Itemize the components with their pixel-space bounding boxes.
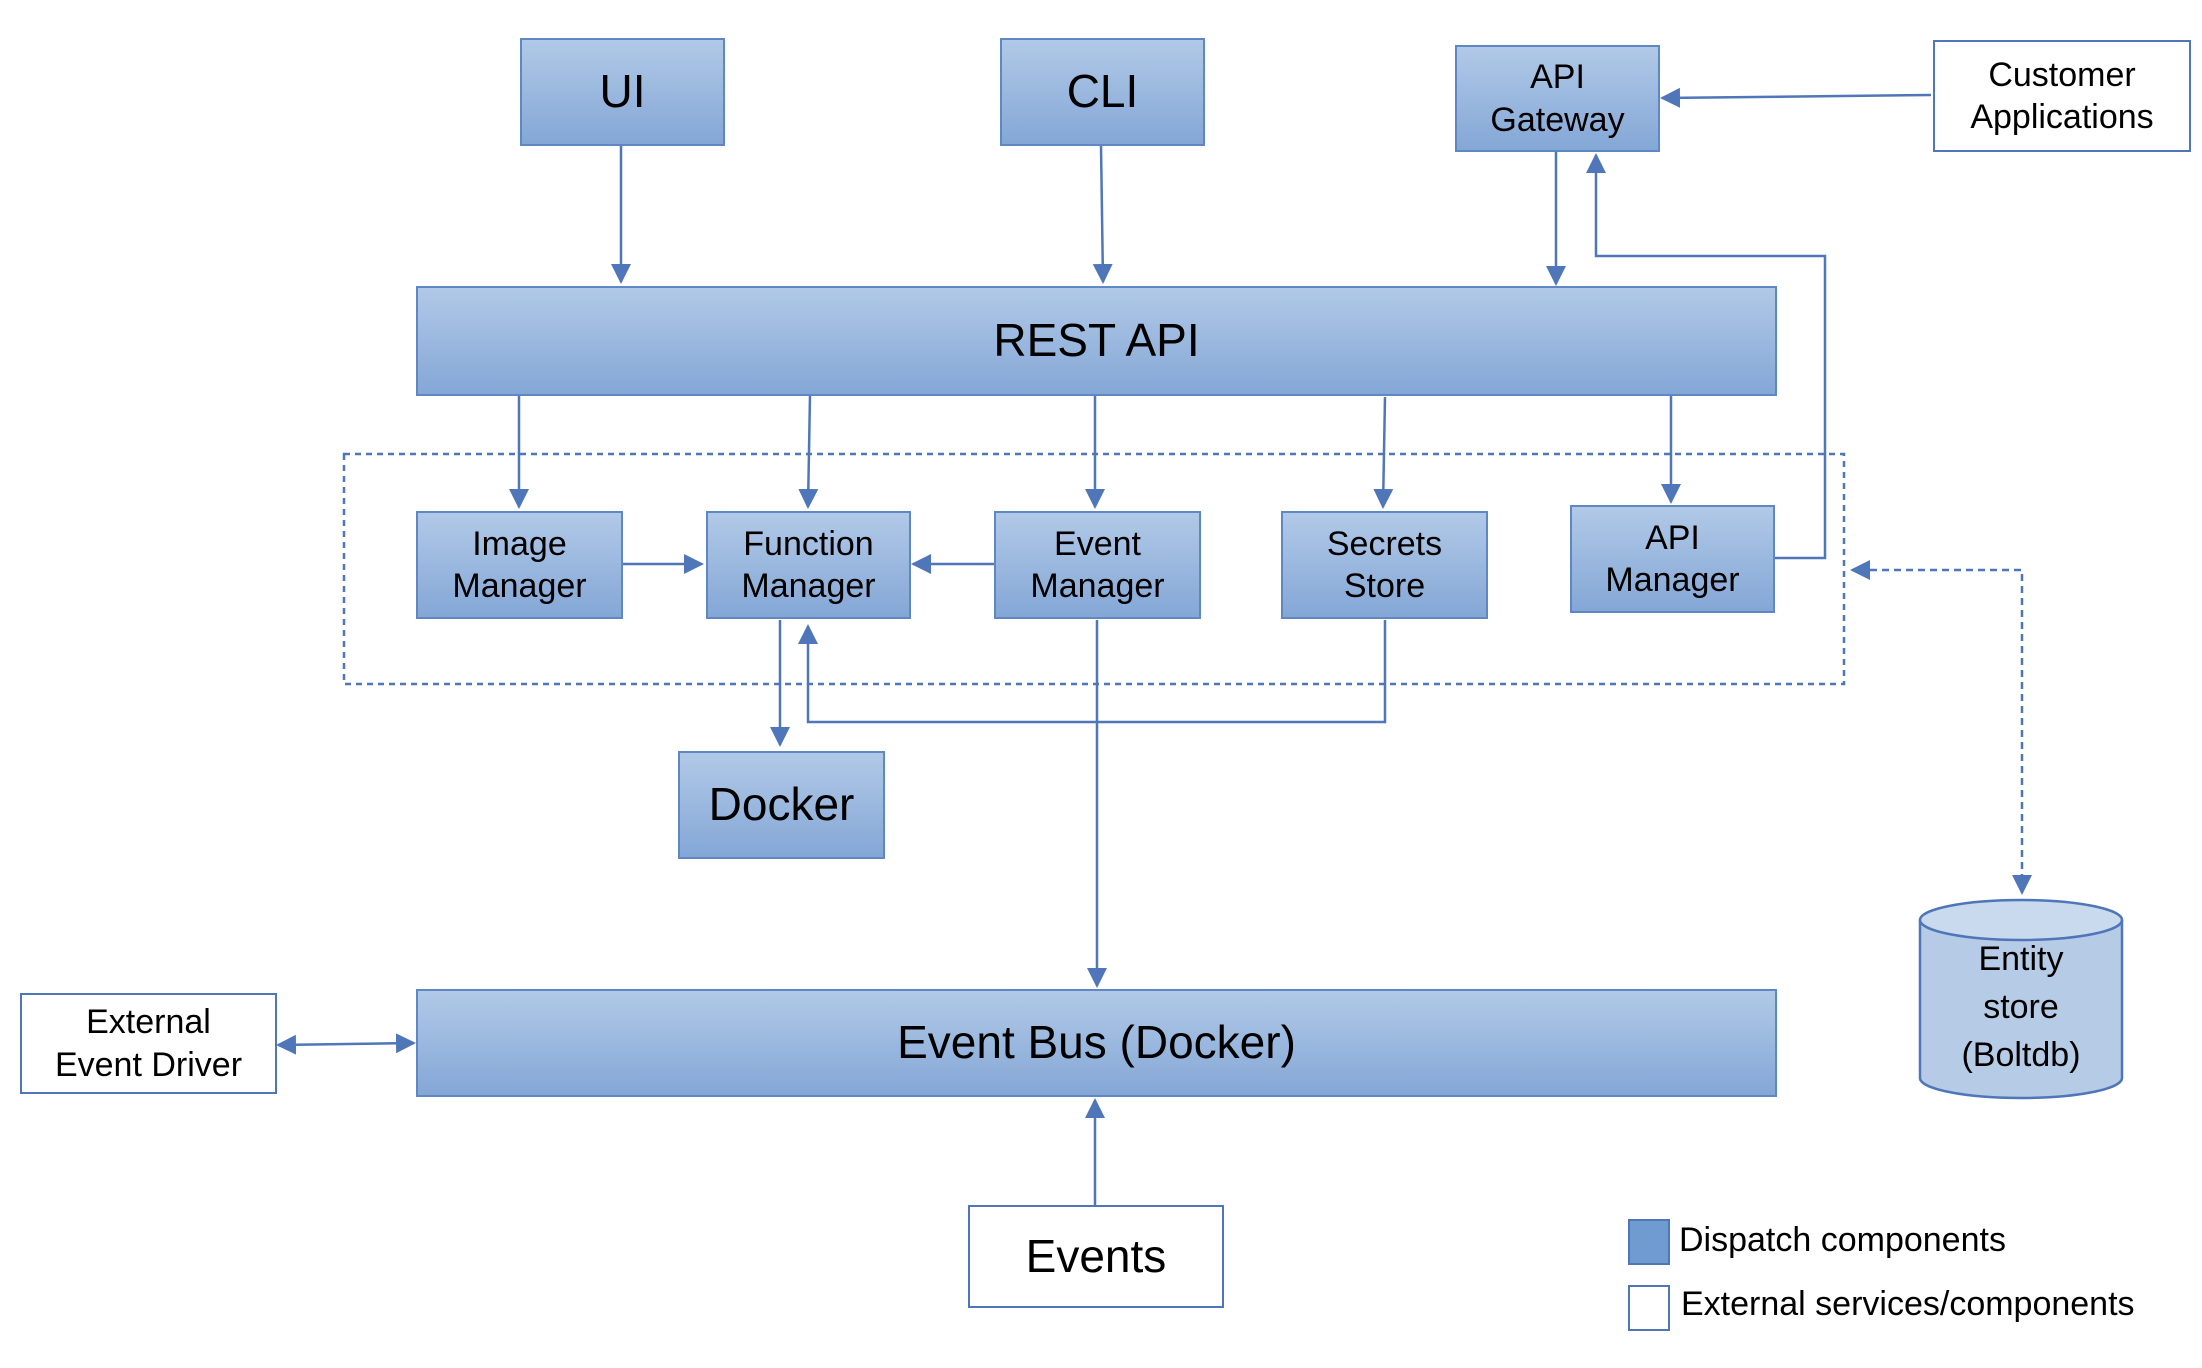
events-node: Events (968, 1205, 1224, 1308)
docker-node: Docker (678, 751, 885, 859)
image-manager-node: Image Manager (416, 511, 623, 619)
api-manager-to-gateway-arrow (1586, 153, 1827, 560)
entity-store-label: Entity store (Boltdb) (1961, 940, 2081, 1074)
api-gateway-node: API Gateway (1455, 45, 1660, 152)
legend-external-label: External services/components (1681, 1285, 2135, 1323)
entity-store-cylinder (1918, 898, 2124, 1100)
legend-dispatch-label: Dispatch components (1679, 1221, 2006, 1259)
cli-to-rest-api-arrow (1092, 145, 1113, 284)
rest-to-secrets-store-arrow (1373, 396, 1394, 509)
customer-applications-node: Customer Applications (1933, 40, 2191, 152)
driver-bus-bidirectional-arrow (276, 1033, 416, 1055)
cli-node: CLI (1000, 38, 1205, 146)
event-bus-node: Event Bus (Docker) (416, 989, 1777, 1097)
ui-node: UI (520, 38, 725, 146)
group-entity-store-arrow (1850, 560, 2032, 895)
function-manager-node: Function Manager (706, 511, 911, 619)
event-manager-node: Event Manager (994, 511, 1201, 619)
secrets-store-node: Secrets Store (1281, 511, 1488, 619)
legend-dispatch-swatch (1628, 1219, 1670, 1265)
external-event-driver-node: External Event Driver (20, 993, 277, 1094)
customer-to-gateway-arrow (1660, 87, 1932, 108)
legend-external-swatch (1628, 1285, 1670, 1331)
rest-to-function-manager-arrow (798, 394, 819, 509)
api-manager-node: API Manager (1570, 505, 1775, 613)
rest-api-node: REST API (416, 286, 1777, 396)
